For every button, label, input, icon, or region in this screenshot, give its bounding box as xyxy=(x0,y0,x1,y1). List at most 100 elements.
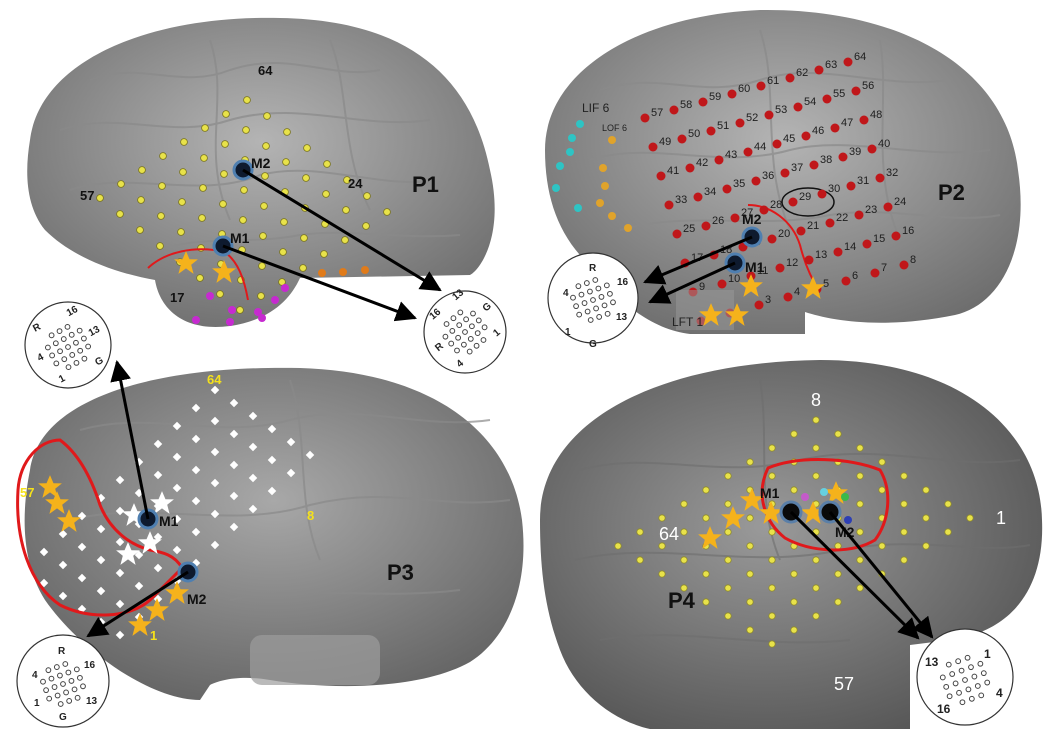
p1-electrode xyxy=(303,144,311,152)
brain-p3 xyxy=(24,367,524,700)
array-contact xyxy=(984,679,991,686)
p4-array-number: 13 xyxy=(925,655,939,669)
p2-electrode-number: 30 xyxy=(828,183,840,195)
array-contact xyxy=(43,687,49,694)
p2-electrode-number: 38 xyxy=(820,154,832,166)
p1-electrode xyxy=(138,166,146,174)
array-contact xyxy=(460,341,467,348)
p2-electrode xyxy=(780,168,790,178)
p4-electrode xyxy=(900,500,908,508)
p2-electrode-number: 35 xyxy=(733,178,745,190)
array-contact xyxy=(470,310,476,317)
p1-electrode-label: 57 xyxy=(80,188,94,203)
p4-small-markers xyxy=(801,488,852,524)
p3-array-number: 16 xyxy=(84,660,96,671)
p4-electrode xyxy=(856,528,864,536)
p2-electrode-number: 52 xyxy=(746,112,758,124)
p1-electrode xyxy=(200,154,208,162)
array-contact xyxy=(65,344,71,350)
array-contact xyxy=(462,329,468,335)
array-contact xyxy=(60,336,67,342)
p2-electrode-number: 46 xyxy=(812,125,824,137)
p1-m2-label: M2 xyxy=(251,155,271,171)
array-contact xyxy=(46,695,53,702)
p3-m1-arrow xyxy=(110,359,150,520)
p1-electrode xyxy=(240,186,248,194)
sulci-p1 xyxy=(59,39,461,251)
p4-electrode xyxy=(878,458,886,466)
p2-electrode xyxy=(656,171,666,181)
p1-electrode xyxy=(159,152,167,160)
p1-electrode xyxy=(117,180,125,188)
p2-electrode xyxy=(759,205,769,215)
p4-electrode xyxy=(768,556,776,564)
p4-electrode xyxy=(768,584,776,592)
p2-electrode-number: 16 xyxy=(902,225,914,237)
array-contact xyxy=(53,664,60,670)
p3-electrode-label: 64 xyxy=(207,372,222,387)
array-contact xyxy=(587,317,594,323)
array-contact xyxy=(603,282,610,289)
p4-title: P4 xyxy=(668,588,696,613)
p4-electrode-label: 64 xyxy=(659,524,679,544)
p4-electrode xyxy=(834,430,842,438)
p2-electrode xyxy=(672,229,682,239)
array-contact xyxy=(57,348,63,355)
p2-electrode-number: 31 xyxy=(857,175,869,187)
p2-array-number: R xyxy=(589,263,597,274)
p2-electrode xyxy=(664,200,674,210)
p2-electrode-number: 64 xyxy=(854,51,866,63)
p2-electrode-number: 34 xyxy=(704,186,716,198)
p2-electrode-number: 23 xyxy=(865,204,877,216)
p1-electrode xyxy=(236,306,244,314)
p4-electrode xyxy=(724,584,732,592)
p2-title: P2 xyxy=(938,180,965,205)
p2-electrode-number: 11 xyxy=(757,265,768,277)
p4-electrode xyxy=(614,542,622,550)
panel-p3: M1 M2 64 57 8 1 P3 R 16 4 13 1 G R 4 16 xyxy=(16,301,524,728)
p2-m2-label: M2 xyxy=(742,211,762,227)
array-contact xyxy=(52,340,59,347)
p1-electrode xyxy=(260,202,268,210)
p2-electrode xyxy=(870,268,880,278)
p3-electrode xyxy=(286,468,296,478)
array-contact xyxy=(448,340,455,347)
p3-array-number: 13 xyxy=(87,324,102,339)
p2-electrode xyxy=(804,255,814,265)
p4-electrode xyxy=(702,570,710,578)
array-contact xyxy=(64,323,71,330)
array-contact xyxy=(943,683,950,690)
p1-electrode xyxy=(363,192,371,200)
p2-lif-electrode xyxy=(566,148,574,156)
p1-electrode xyxy=(383,208,391,216)
array-contact xyxy=(575,283,582,290)
p3-electrode xyxy=(210,385,220,395)
p2-electrode xyxy=(788,197,798,207)
p3-electrode-label: 1 xyxy=(150,628,157,643)
p2-electrode xyxy=(756,81,766,91)
p2-electrode-number: 25 xyxy=(683,223,695,235)
p2-electrode xyxy=(899,260,909,270)
p2-electrode-number: 28 xyxy=(770,199,782,211)
p1-electrode xyxy=(196,274,204,282)
p4-electrode xyxy=(900,556,908,564)
p3-m1-label: M1 xyxy=(159,513,179,529)
p3-array-number: 13 xyxy=(86,696,98,707)
p2-electrode xyxy=(846,181,856,191)
p2-electrode xyxy=(830,123,840,133)
p4-electrode xyxy=(856,444,864,452)
p3-electrode xyxy=(286,437,296,447)
p2-electrode xyxy=(677,134,687,144)
p3-electrode xyxy=(191,403,201,413)
sulci-p2 xyxy=(589,29,1001,241)
array-contact xyxy=(463,316,470,323)
p3-electrode xyxy=(20,565,30,575)
p2-electrode-number: 24 xyxy=(894,196,906,208)
p2-array-circle: R 4 16 1 13 G xyxy=(547,252,639,350)
array-contact xyxy=(964,654,971,661)
p4-electrode xyxy=(790,626,798,634)
p2-electrode-number: 39 xyxy=(849,146,861,158)
array-contact xyxy=(592,277,599,283)
p2-electrode xyxy=(793,102,803,112)
p4-electrode xyxy=(724,556,732,564)
